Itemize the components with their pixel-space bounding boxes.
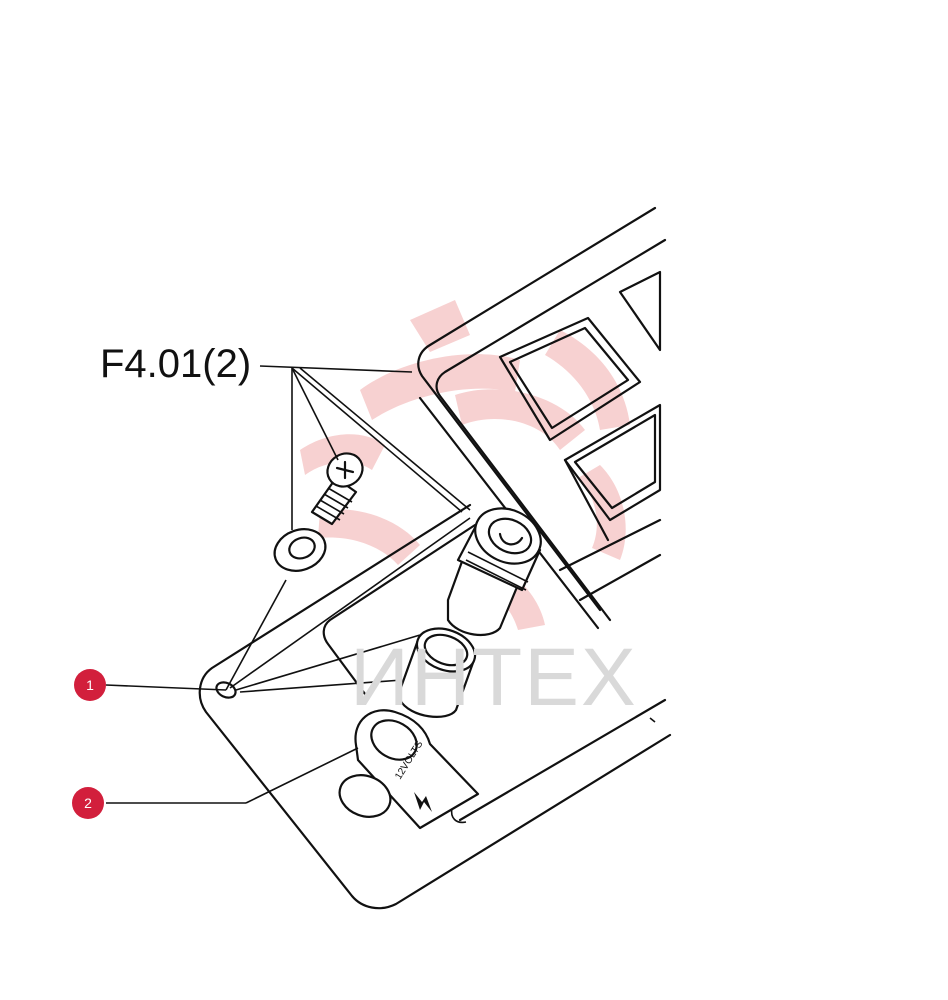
callout-number-1: 1 (86, 677, 94, 693)
callout-number-2: 2 (84, 795, 92, 811)
lightning-bolt-icon (414, 792, 432, 812)
connector-socket (446, 507, 542, 636)
callout-marker-2[interactable]: 2 (72, 787, 104, 819)
terminal-plate: 12VOLTS (338, 709, 480, 830)
part-reference-label: F4.01(2) (100, 342, 251, 386)
callout-leaders (105, 517, 471, 804)
sleeve (398, 627, 477, 718)
callout-marker-1[interactable]: 1 (74, 669, 106, 701)
screw (310, 452, 364, 526)
reference-leaders (259, 365, 471, 530)
washer (273, 528, 327, 572)
base-plate (198, 503, 672, 910)
watermark-text: ИНТЕХ (350, 632, 638, 723)
